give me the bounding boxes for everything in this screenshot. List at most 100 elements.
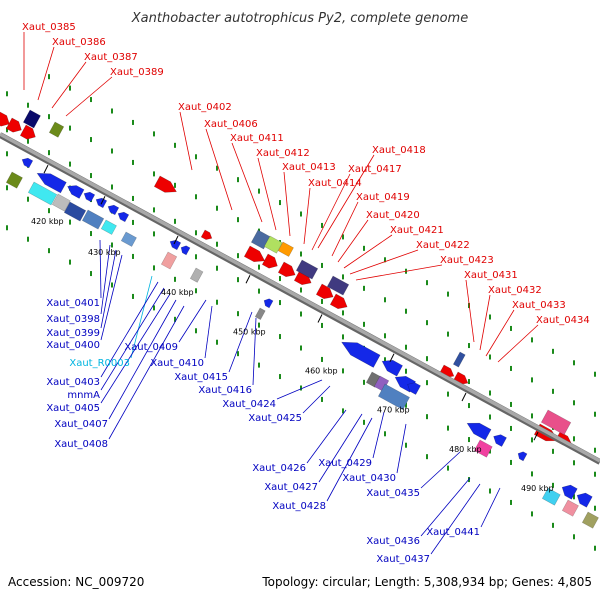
- reverse-gene-label[interactable]: Xaut_0428: [272, 501, 326, 512]
- reverse-gene-label[interactable]: Xaut_0401: [46, 298, 100, 309]
- reverse-gene-label[interactable]: Xaut_0425: [248, 413, 302, 424]
- reverse-gene-label[interactable]: Xaut_0416: [198, 385, 252, 396]
- track-dot: [468, 403, 470, 409]
- track-dot: [6, 127, 8, 133]
- track-dot: [153, 207, 155, 213]
- gene-box: [326, 275, 350, 296]
- forward-gene-label[interactable]: Xaut_0418: [372, 145, 426, 156]
- track-dot: [132, 159, 134, 165]
- leader-line: [303, 187, 311, 245]
- reverse-gene-label[interactable]: Xaut_0429: [318, 458, 372, 469]
- forward-gene-label[interactable]: Xaut_0432: [488, 285, 542, 296]
- forward-gene-label[interactable]: Xaut_0421: [390, 225, 444, 236]
- reverse-gene-label[interactable]: Xaut_0407: [54, 419, 108, 430]
- track-dot: [90, 271, 92, 277]
- track-dot: [363, 419, 365, 425]
- reverse-gene-label[interactable]: Xaut_0415: [174, 372, 228, 383]
- track-dot: [384, 357, 386, 363]
- track-dot: [48, 150, 50, 156]
- track-dot: [279, 334, 281, 340]
- track-dot: [27, 236, 29, 242]
- reverse-gene-label[interactable]: Xaut_0424: [222, 399, 276, 410]
- reverse-gene-label[interactable]: Xaut_0405: [46, 403, 100, 414]
- leader-line: [108, 299, 177, 420]
- rna-gene-label[interactable]: Xaut_R0003: [69, 358, 130, 369]
- track-dot: [489, 314, 491, 320]
- genome-backbone: [0, 132, 600, 463]
- leader-line: [205, 128, 233, 211]
- forward-gene-label[interactable]: Xaut_0423: [440, 255, 494, 266]
- forward-gene-arrow: [153, 175, 177, 193]
- reverse-gene-label[interactable]: Xaut_0398: [46, 314, 100, 325]
- track-dot: [531, 337, 533, 343]
- forward-gene-label[interactable]: Xaut_0433: [512, 300, 566, 311]
- reverse-gene-arrow: [561, 484, 578, 500]
- track-dot: [573, 534, 575, 540]
- track-dot: [321, 262, 323, 268]
- forward-gene-label[interactable]: Xaut_0385: [22, 22, 76, 33]
- reverse-gene-label[interactable]: mnmA: [67, 390, 100, 401]
- reverse-gene-label[interactable]: Xaut_0426: [252, 463, 306, 474]
- reverse-gene-label[interactable]: Xaut_0410: [150, 358, 204, 369]
- track-dot: [195, 230, 197, 236]
- track-dot: [552, 348, 554, 354]
- track-dot: [237, 177, 239, 183]
- leader-line: [283, 171, 291, 237]
- track-dot: [279, 200, 281, 206]
- tick-label: 430 kbp: [88, 248, 121, 257]
- reverse-gene-label[interactable]: Xaut_0399: [46, 328, 100, 339]
- reverse-gene-label[interactable]: Xaut_0403: [46, 377, 100, 388]
- reverse-gene-label[interactable]: Xaut_0435: [366, 488, 420, 499]
- track-dot: [48, 248, 50, 254]
- track-dot: [573, 436, 575, 442]
- track-dot: [195, 194, 197, 200]
- reverse-gene-label[interactable]: Xaut_0409: [124, 342, 178, 353]
- reverse-gene-label[interactable]: Xaut_0441: [426, 527, 480, 538]
- reverse-gene-label[interactable]: Xaut_0430: [342, 473, 396, 484]
- track-dot: [510, 425, 512, 431]
- reverse-gene-label[interactable]: Xaut_0436: [366, 536, 420, 547]
- track-dot: [279, 300, 281, 306]
- forward-gene-label[interactable]: Xaut_0387: [84, 52, 138, 63]
- track-dot: [111, 148, 113, 154]
- forward-gene-label[interactable]: Xaut_0406: [204, 119, 258, 130]
- forward-gene-label[interactable]: Xaut_0386: [52, 37, 106, 48]
- track-dot: [363, 245, 365, 251]
- forward-gene-label[interactable]: Xaut_0389: [110, 67, 164, 78]
- track-dot: [321, 356, 323, 362]
- track-dot: [405, 442, 407, 448]
- forward-gene-label[interactable]: Xaut_0434: [536, 315, 590, 326]
- reverse-gene-label[interactable]: Xaut_0408: [54, 439, 108, 450]
- forward-gene-label[interactable]: Xaut_0412: [256, 148, 310, 159]
- track-dot: [489, 448, 491, 454]
- forward-gene-label[interactable]: Xaut_0402: [178, 102, 232, 113]
- track-dot: [195, 288, 197, 294]
- track-dot: [447, 465, 449, 471]
- forward-gene-label[interactable]: Xaut_0411: [230, 133, 284, 144]
- track-dot: [405, 308, 407, 314]
- tick-mark: [245, 275, 251, 284]
- leader-line: [479, 294, 491, 351]
- forward-gene-label[interactable]: Xaut_0419: [356, 192, 410, 203]
- track-dot: [573, 494, 575, 500]
- track-dot: [531, 471, 533, 477]
- forward-gene-label[interactable]: Xaut_0422: [416, 240, 470, 251]
- track-dot: [132, 293, 134, 299]
- track-dot: [447, 391, 449, 397]
- forward-gene-label[interactable]: Xaut_0431: [464, 270, 518, 281]
- leader-line: [231, 142, 263, 223]
- track-dot: [6, 185, 8, 191]
- track-dot: [342, 310, 344, 316]
- reverse-gene-label[interactable]: Xaut_0427: [264, 482, 318, 493]
- gene-track-dots: [6, 74, 596, 551]
- track-dot: [426, 356, 428, 362]
- forward-gene-label[interactable]: Xaut_0414: [308, 178, 362, 189]
- track-dot: [510, 459, 512, 465]
- reverse-gene-label[interactable]: Xaut_0437: [376, 554, 430, 565]
- forward-gene-label[interactable]: Xaut_0417: [348, 164, 402, 175]
- forward-gene-label[interactable]: Xaut_0420: [366, 210, 420, 221]
- forward-gene-label[interactable]: Xaut_0413: [282, 162, 336, 173]
- forward-gene-arrow: [5, 117, 22, 133]
- reverse-gene-label[interactable]: Xaut_0400: [46, 340, 100, 351]
